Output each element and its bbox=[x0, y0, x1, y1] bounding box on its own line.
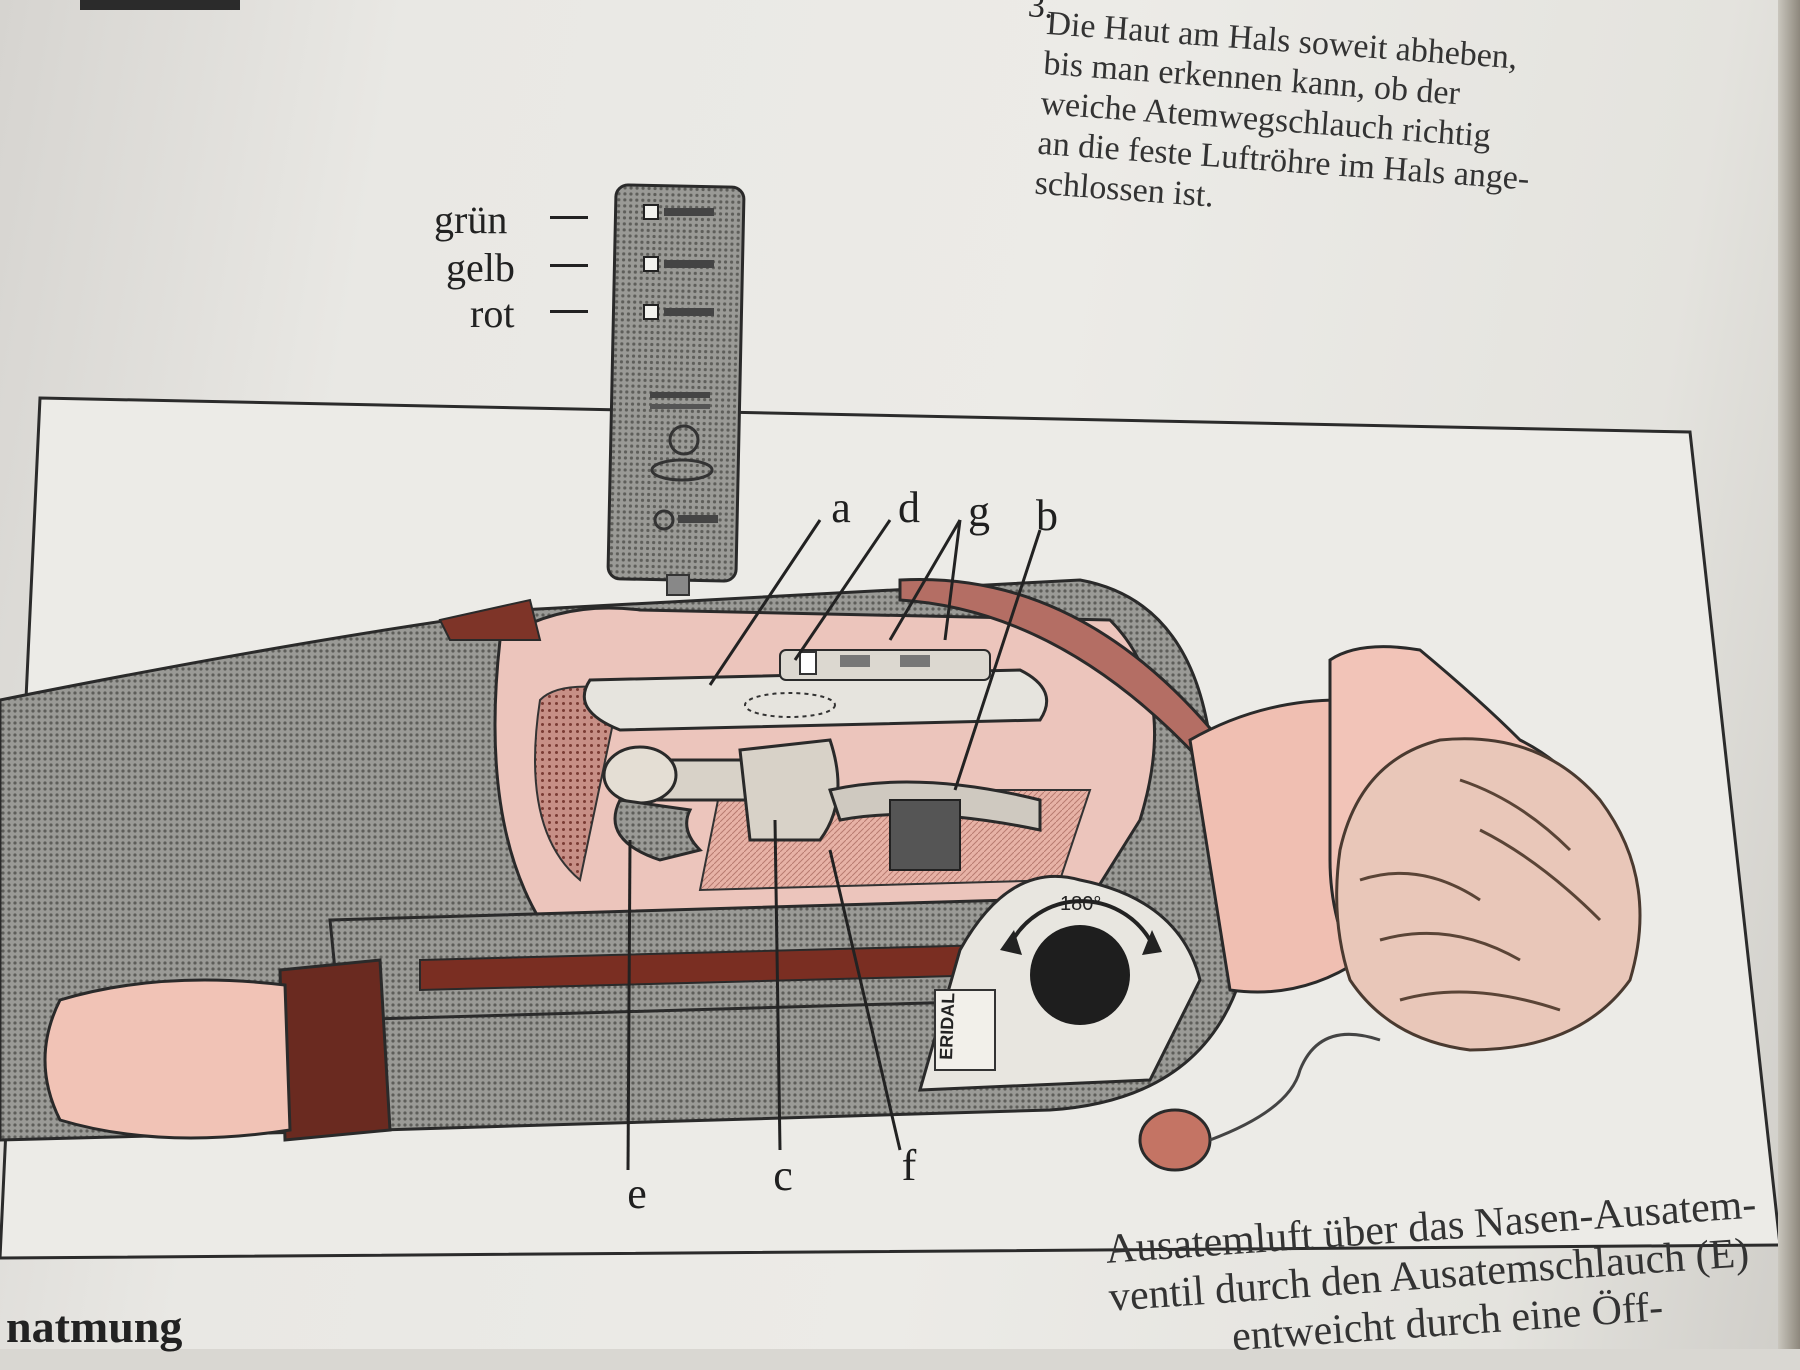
hair bbox=[1335, 737, 1642, 1052]
brand-label: ERIDAL bbox=[936, 992, 958, 1060]
sternum-plate bbox=[582, 668, 1049, 732]
figure-letter-c: c bbox=[773, 1151, 793, 1200]
top-rule bbox=[80, 0, 240, 10]
section-heading: natmung bbox=[6, 1301, 183, 1352]
led-dash bbox=[550, 216, 588, 219]
control-box bbox=[606, 183, 746, 596]
led-label-red: rot bbox=[470, 291, 515, 336]
leader-lines bbox=[626, 519, 1042, 1171]
led-label-green: grün bbox=[434, 197, 508, 242]
led-label-yellow: gelb bbox=[446, 245, 515, 290]
figure-letter-d: d bbox=[898, 483, 920, 532]
figure-letter-e: e bbox=[627, 1169, 647, 1218]
led-dash bbox=[550, 310, 588, 313]
led-green bbox=[643, 204, 659, 220]
rotation-dial: 180° ERIDAL bbox=[917, 874, 1202, 1092]
figure-letter-f: f bbox=[901, 1141, 917, 1190]
bulb bbox=[1138, 1108, 1212, 1172]
led-red bbox=[643, 304, 659, 320]
figure-letter-b: b bbox=[1036, 491, 1058, 540]
hand bbox=[43, 978, 292, 1140]
dial-label: 180° bbox=[1060, 893, 1101, 915]
figure-letter-a: a bbox=[831, 483, 851, 532]
page-edge bbox=[1778, 0, 1800, 1349]
led-yellow bbox=[643, 256, 659, 272]
figure-letter-g: g bbox=[968, 487, 990, 536]
led-dash bbox=[550, 264, 588, 267]
cuff bbox=[278, 958, 392, 1142]
